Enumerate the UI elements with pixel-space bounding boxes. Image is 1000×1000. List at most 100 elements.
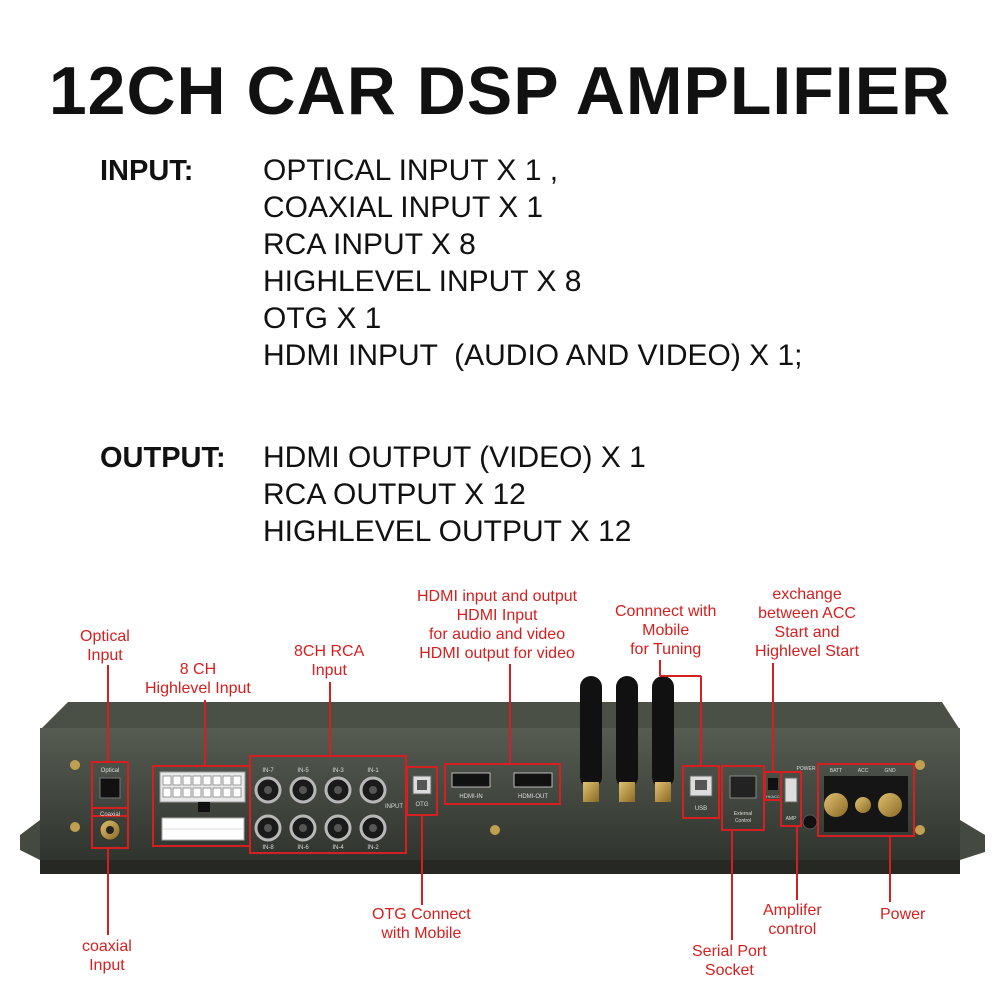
chassis-bottom — [40, 860, 960, 874]
hi-acc-label: HI/ACC — [766, 794, 780, 799]
rca-jack-label: IN-5 — [297, 768, 309, 774]
callout-hdmi: HDMI input and output HDMI Input for aud… — [417, 588, 578, 662]
page-title: 12CH CAR DSP AMPLIFIER — [48, 53, 952, 129]
input-panel-label: INPUT — [385, 804, 403, 810]
callout-mobile-tuning: Connnect with Mobile for Tuning — [615, 603, 717, 658]
rca-jack-label: IN-2 — [367, 845, 379, 851]
output-item: RCA OUTPUT X 12 — [263, 478, 526, 511]
antenna-icon — [652, 676, 674, 802]
input-item: OTG X 1 — [263, 302, 382, 335]
coaxial-highlight — [91, 807, 129, 849]
screw-icon — [915, 825, 925, 835]
otg-port-label: OTG — [416, 802, 429, 808]
output-item: HDMI OUTPUT (VIDEO) X 1 — [263, 441, 646, 474]
rca-jack-pin — [369, 786, 377, 794]
output-item: HIGHLEVEL OUTPUT X 12 — [263, 515, 632, 548]
callout-coaxial-input: coaxial Input — [82, 938, 132, 974]
input-item: HDMI INPUT (AUDIO AND VIDEO) X 1; — [263, 339, 803, 372]
screw-icon — [915, 760, 925, 770]
callout-otg: OTG Connect with Mobile — [372, 906, 471, 942]
power-led-label: POWER — [797, 766, 816, 772]
highlevel-pin — [232, 787, 242, 798]
rca-jack-pin — [369, 824, 377, 832]
input-label: INPUT: — [100, 155, 194, 187]
screw-icon — [70, 760, 80, 770]
gnd-terminal — [878, 793, 902, 817]
highlevel-pin — [182, 775, 192, 786]
rca-jack-pin — [334, 786, 342, 794]
batt-label: BATT — [830, 768, 842, 774]
leader-lines — [107, 660, 891, 940]
rca-jack-label: IN-7 — [262, 768, 274, 774]
amp-connector — [784, 777, 798, 803]
hdmi-out-label: HDMI-OUT — [518, 794, 548, 800]
highlevel-pin — [232, 775, 242, 786]
acc-terminal — [855, 797, 871, 813]
chassis-top — [40, 702, 960, 730]
highlevel-pin — [212, 775, 222, 786]
chassis-flange-right — [960, 820, 985, 860]
highlevel-pin — [182, 787, 192, 798]
highlevel-pin — [202, 787, 212, 798]
hdmi-highlight — [444, 763, 561, 805]
highlevel-pin — [192, 787, 202, 798]
amp-highlight — [780, 771, 802, 827]
highlevel-pin — [162, 775, 172, 786]
rca-jacks — [254, 776, 387, 842]
control-label: Control — [735, 818, 751, 824]
rca-jack-pin — [264, 824, 272, 832]
hi-acc-switch — [768, 778, 778, 790]
input-item: COAXIAL INPUT X 1 — [263, 191, 544, 224]
callout-optical-input: Optical Input — [80, 628, 130, 664]
rca-jack-label: IN-8 — [262, 845, 274, 851]
input-list: OPTICAL INPUT X 1 , COAXIAL INPUT X 1 RC… — [263, 152, 803, 374]
highlevel-pins — [162, 775, 242, 798]
rca-jack-label: IN-3 — [332, 768, 344, 774]
rca-jack-pin — [299, 824, 307, 832]
coaxial-port-label: Coaxial — [100, 812, 120, 818]
input-item: HIGHLEVEL INPUT X 8 — [263, 265, 582, 298]
input-item: OPTICAL INPUT X 1 , — [263, 154, 559, 187]
highlevel-pin — [222, 775, 232, 786]
highlevel-pin — [212, 787, 222, 798]
optical-port — [99, 777, 121, 799]
batt-terminal — [824, 793, 848, 817]
rca-jack-pin — [334, 824, 342, 832]
highlevel-pin — [222, 787, 232, 798]
highlevel-pin — [172, 787, 182, 798]
rca-jack-label: IN-4 — [332, 845, 344, 851]
acc-label: ACC — [858, 768, 869, 774]
callout-amp-control: Amplifer control — [763, 902, 822, 938]
callout-acc-exchange: exchange between ACC Start and Highlevel… — [755, 586, 860, 660]
antenna-icon — [580, 676, 602, 802]
screw-icon — [70, 822, 80, 832]
highlevel-pin — [202, 775, 212, 786]
callout-serial-port: Serial Port Socket — [692, 943, 767, 979]
external-label: External — [734, 811, 752, 817]
rca-jack-pin — [299, 786, 307, 794]
hdmi-in-port — [451, 772, 491, 788]
chassis-flange-left — [20, 820, 40, 860]
rca-jack-label: IN-6 — [297, 845, 309, 851]
highlevel-pin — [162, 787, 172, 798]
amp-label: AMP — [786, 816, 798, 822]
output-label: OUTPUT: — [100, 442, 226, 474]
callout-power: Power — [880, 906, 926, 923]
input-item: RCA INPUT X 8 — [263, 228, 476, 261]
callout-rca-input: 8CH RCA Input — [294, 643, 365, 679]
optical-highlight — [91, 761, 129, 817]
rca-labels: IN-7 IN-5 IN-3 IN-1IN-8 IN-6 IN-4 IN-2 — [262, 768, 379, 851]
highlevel-pin — [192, 775, 202, 786]
power-highlight — [817, 763, 915, 837]
antenna-icon — [616, 676, 638, 802]
rca-jack-pin — [264, 786, 272, 794]
output-list: HDMI OUTPUT (VIDEO) X 1 RCA OUTPUT X 12 … — [263, 439, 646, 550]
amp-knob — [802, 814, 818, 830]
highlevel-pin — [172, 775, 182, 786]
hdmi-out-port — [513, 772, 553, 788]
hdmi-in-label: HDMI-IN — [459, 794, 482, 800]
rca-jack-label: IN-1 — [367, 768, 379, 774]
gnd-label: GND — [884, 768, 896, 774]
usb-port-label: USB — [695, 806, 707, 812]
